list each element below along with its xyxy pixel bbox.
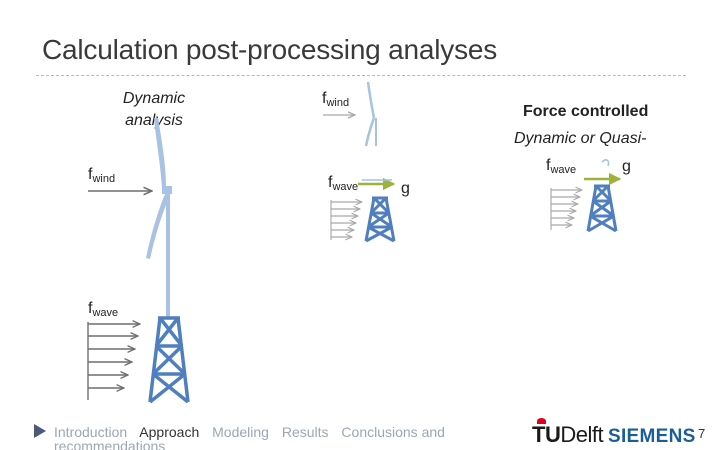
right-moment-mark <box>601 159 610 167</box>
tudelft-logo-delft: Delft <box>560 422 604 447</box>
left-wind-force-label: fwind <box>88 166 115 185</box>
middle-wind-sub: wind <box>326 97 350 109</box>
flame-icon <box>537 418 546 424</box>
left-turbine <box>146 118 190 404</box>
nav-item-modeling[interactable]: Modeling <box>212 424 269 440</box>
nav-items: Introduction Approach Modeling Results C… <box>54 424 454 440</box>
right-wave-force-label: fwave <box>546 157 576 176</box>
middle-wave-sub: wave <box>332 181 359 193</box>
nav-item-introduction[interactable]: Introduction <box>54 424 128 440</box>
left-wave-force-label: fwave <box>88 300 118 319</box>
right-wave-f: f <box>546 157 551 174</box>
middle-wind-force-label: fwind <box>322 90 349 109</box>
right-wave-sub: wave <box>550 164 577 176</box>
middle-wave-force-label: fwave <box>328 174 358 193</box>
slide-title: Calculation post-processing analyses <box>42 34 498 65</box>
middle-wind-f: f <box>322 90 327 107</box>
tudelft-logo: TUDelft <box>532 418 604 448</box>
left-wind-f: f <box>88 166 93 183</box>
left-nacelle <box>162 186 172 194</box>
middle-wave-f: f <box>328 174 333 191</box>
page-number: 7 <box>698 426 706 441</box>
left-wave-f: f <box>88 300 93 317</box>
middle-rotor <box>364 81 377 147</box>
title-divider <box>36 75 686 76</box>
middle-g-label: g <box>401 180 410 197</box>
nav-item-conclusions-wrap[interactable]: recommendations <box>54 438 166 450</box>
siemens-logo: SIEMENS <box>608 426 696 447</box>
left-caption-line2: analysis <box>125 112 183 129</box>
right-caption-line2: Dynamic or Quasi- <box>514 130 647 147</box>
left-blade-top <box>154 118 166 188</box>
nav-item-conclusions[interactable]: Conclusions and <box>341 424 445 440</box>
nav-item-results[interactable]: Results <box>281 424 329 440</box>
right-g-label: g <box>622 158 631 175</box>
left-caption-line1: Dynamic <box>122 90 186 107</box>
right-wave-arrows <box>550 188 582 230</box>
left-wave-sub: wave <box>92 307 119 319</box>
tudelft-logo-tu: TU <box>532 422 561 447</box>
left-blade-bottom <box>146 192 170 259</box>
footer-navigation: Introduction Approach Modeling Results C… <box>34 422 464 450</box>
left-wave-arrows <box>87 322 140 400</box>
middle-wave-arrows <box>330 200 362 240</box>
play-triangle-icon <box>34 424 46 438</box>
right-caption-line1: Force controlled <box>523 103 649 120</box>
nav-item-approach[interactable]: Approach <box>139 424 200 440</box>
middle-jacket <box>364 196 396 243</box>
left-wind-sub: wind <box>92 173 116 185</box>
left-jacket <box>148 316 190 404</box>
right-jacket <box>586 184 618 233</box>
left-caption: Dynamic analysis <box>104 88 204 132</box>
